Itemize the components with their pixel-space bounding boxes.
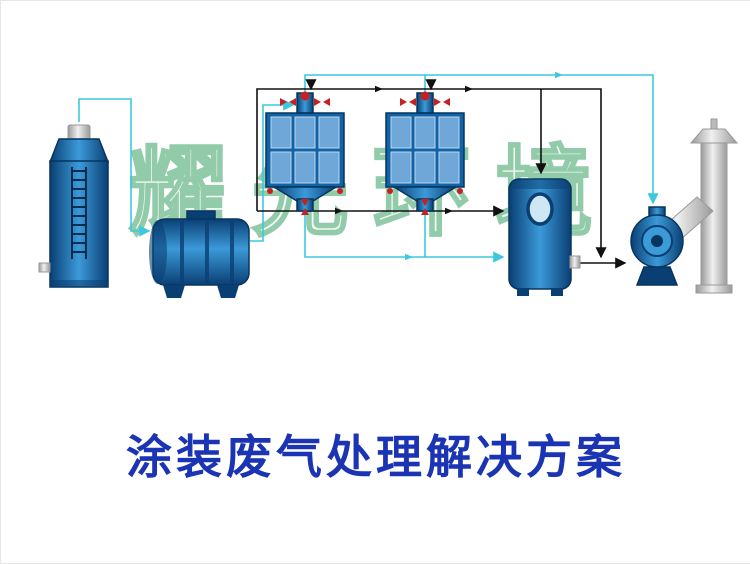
tower-drain-stub: [38, 262, 51, 273]
adsorption-box-2: [386, 92, 464, 216]
adsorption-box-1: [266, 92, 344, 216]
buffer-tank: [508, 178, 581, 296]
tower-ladder: [71, 167, 87, 259]
page-title: 涂装废气处理解决方案: [126, 430, 626, 484]
photolysis-purifier: [149, 210, 250, 298]
tower-cap: [67, 124, 91, 141]
tank-outlet-stub: [569, 255, 581, 269]
duct-lines-cyan: [78, 71, 659, 263]
centrifugal-fan: [630, 206, 684, 286]
chimney-cap: [689, 128, 739, 144]
sight-window: [526, 192, 554, 226]
spray-tower: [38, 124, 110, 288]
